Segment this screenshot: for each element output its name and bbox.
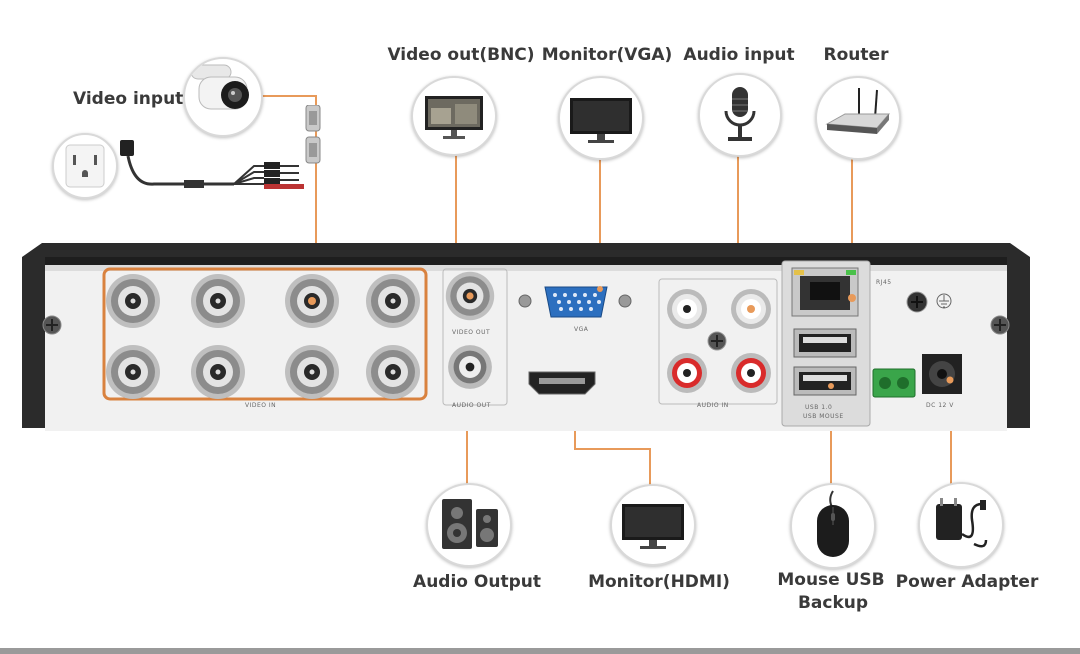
ground-symbol-icon (936, 293, 952, 309)
wall-socket-icon (52, 133, 118, 199)
label-video-in: VIDEO IN (245, 402, 277, 409)
wire-vga (599, 155, 601, 295)
dc-power-jack (922, 354, 962, 394)
label-video-out-bnc: Video out(BNC) (387, 45, 535, 65)
label-mouse-usb: Mouse USB (777, 570, 885, 590)
microphone-icon (698, 73, 782, 157)
bnc-input-3 (285, 274, 339, 328)
bnc-input-2 (191, 274, 245, 328)
rj45-port (791, 267, 859, 317)
label-monitor-vga: Monitor(VGA) (541, 45, 673, 65)
usb-port-2 (793, 366, 857, 396)
wire-router (851, 155, 853, 295)
vga-port (518, 286, 632, 318)
label-audio-output: Audio Output (413, 572, 541, 592)
ground-screw (906, 291, 928, 313)
bnc-cable-connector-icon (305, 105, 321, 164)
terminal-block (872, 368, 916, 398)
router-icon (815, 76, 901, 160)
label-audio-in: AUDIO IN (697, 402, 729, 409)
monitor-hdmi-icon (610, 484, 696, 566)
label-monitor-hdmi: Monitor(HDMI) (588, 572, 730, 592)
label-audio-out: AUDIO OUT (452, 402, 491, 409)
label-video-input: Video input (73, 89, 184, 109)
wire-video-input-v (315, 95, 317, 287)
dvr-rear-panel (22, 243, 1030, 431)
power-splitter-cable-icon (120, 140, 304, 189)
rca-audio-in-4 (667, 353, 707, 393)
label-usb1: USB 1.0 (805, 404, 833, 411)
label-dc12v: DC 12 V (926, 402, 954, 409)
speaker-icon (426, 483, 512, 567)
bnc-input-6 (191, 345, 245, 399)
label-rj45: RJ45 (876, 279, 892, 286)
wire-power (950, 375, 952, 490)
bnc-input-4 (366, 274, 420, 328)
wire-hdmi-v2 (649, 448, 651, 488)
label-audio-input: Audio input (683, 45, 795, 65)
label-vga: VGA (574, 326, 589, 333)
mouse-icon (790, 483, 876, 569)
label-usb2: USB MOUSE (803, 413, 844, 420)
rca-audio-in-2 (731, 353, 771, 393)
label-power-adapter: Power Adapter (895, 572, 1039, 592)
usb-port-1 (793, 328, 857, 358)
wire-video-input-h (258, 95, 316, 97)
camera-icon (183, 57, 263, 137)
label-backup: Backup (797, 593, 869, 613)
wire-audio-in (737, 150, 739, 298)
bnc-input-5 (106, 345, 160, 399)
monitor-vga-icon (558, 76, 644, 160)
bottom-border (0, 648, 1080, 654)
rca-audio-in-1 (731, 289, 771, 329)
rca-audio-out (448, 345, 492, 389)
panel-screw-center (707, 331, 727, 351)
bnc-input-7 (285, 345, 339, 399)
label-video-out: VIDEO OUT (452, 329, 491, 336)
wire-bnc-out (455, 150, 457, 292)
bnc-video-out (445, 271, 495, 321)
wire-usb (830, 390, 832, 490)
bnc-input-1 (106, 274, 160, 328)
hdmi-port (528, 371, 596, 395)
wire-hdmi-h (574, 448, 650, 450)
monitor-bnc-icon (411, 76, 497, 156)
label-router: Router (823, 45, 889, 65)
wire-audio-out (466, 375, 468, 495)
rca-audio-in-3 (667, 289, 707, 329)
power-adapter-icon (918, 482, 1004, 568)
bnc-input-8 (366, 345, 420, 399)
